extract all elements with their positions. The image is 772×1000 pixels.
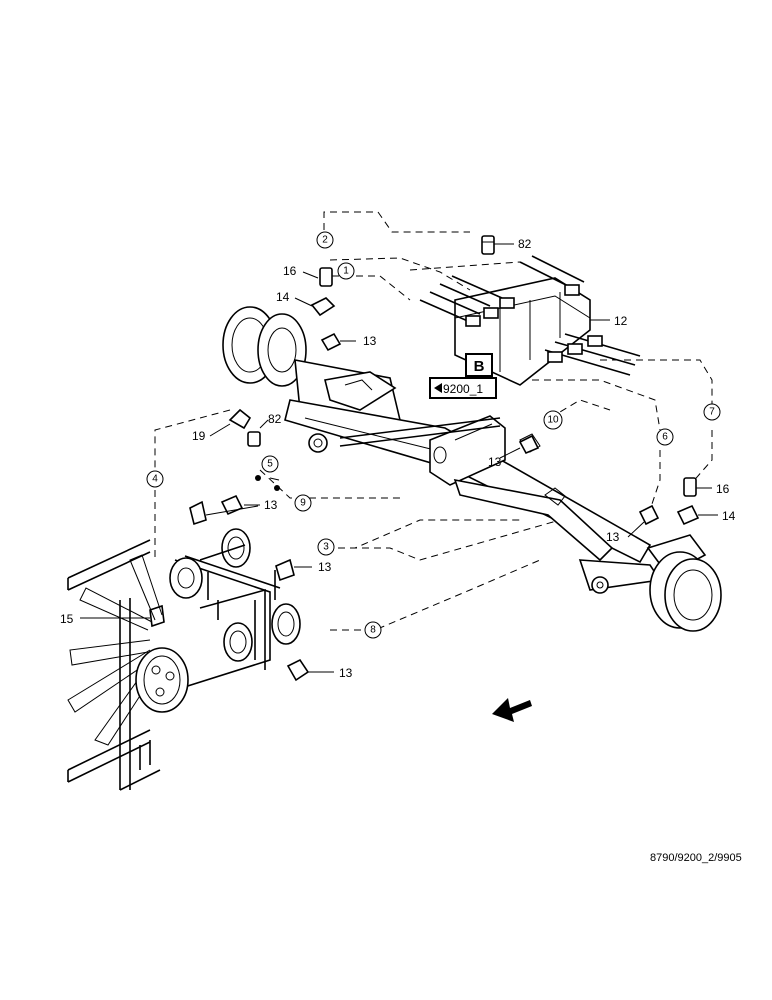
reference-tag: 9200_1: [429, 377, 497, 399]
svg-text:9: 9: [300, 498, 306, 509]
hose-marker-2: 2: [316, 231, 334, 249]
hose-marker-7: 7: [703, 403, 721, 421]
box-b: B: [465, 353, 493, 377]
hose-marker-9: 9: [294, 494, 312, 512]
callout-16-left: 16: [283, 264, 297, 278]
valve-fittings: [419, 255, 641, 376]
svg-text:6: 6: [662, 432, 668, 443]
svg-text:7: 7: [709, 407, 715, 418]
reference-label: 9200_1: [443, 382, 483, 396]
hose-marker-6: 6: [656, 428, 674, 446]
svg-text:5: 5: [267, 459, 273, 470]
callout-12: 12: [614, 314, 628, 328]
hose-marker-4: 4: [146, 470, 164, 488]
front-axle-assembly: [222, 306, 722, 632]
hose-routes: [154, 211, 713, 631]
callout-13-b: 13: [488, 455, 502, 469]
callout-13-a: 13: [363, 334, 377, 348]
svg-text:8: 8: [370, 625, 376, 636]
callout-13-c: 13: [264, 498, 278, 512]
svg-text:2: 2: [322, 235, 328, 246]
callout-82-mid: 82: [268, 412, 282, 426]
svg-text:10: 10: [547, 415, 559, 426]
hose-marker-5: 5: [261, 455, 279, 473]
callout-14-right: 14: [722, 509, 736, 523]
leader-lines: [80, 243, 718, 673]
svg-text:4: 4: [152, 474, 158, 485]
callout-13-e: 13: [339, 666, 353, 680]
engine-fan-pulleys: [67, 528, 301, 791]
callout-13-d: 13: [318, 560, 332, 574]
drawing-code: 8790/9200_2/9905: [650, 852, 742, 864]
fittings: [149, 235, 700, 682]
callout-19: 19: [192, 429, 206, 443]
hose-marker-1: 1: [337, 262, 355, 280]
svg-text:1: 1: [343, 266, 349, 277]
reference-arrow-icon: [434, 383, 442, 393]
direction-arrow-icon: [492, 698, 532, 722]
svg-text:3: 3: [323, 542, 329, 553]
hose-marker-10: 10: [543, 410, 563, 430]
callout-15: 15: [60, 612, 74, 626]
hose-marker-3: 3: [317, 538, 335, 556]
callout-82-top: 82: [518, 237, 532, 251]
hose-number-markers: 2 1 10 7 6 5 4 9: [146, 231, 721, 639]
callout-16-right: 16: [716, 482, 730, 496]
hose-marker-8: 8: [364, 621, 382, 639]
callout-14-left: 14: [276, 290, 290, 304]
box-b-label: B: [474, 358, 485, 375]
part-callouts: 82 16 14 13 12 19 82 13 13 13 15 13 13 1…: [60, 237, 736, 680]
callout-13-f: 13: [606, 530, 620, 544]
